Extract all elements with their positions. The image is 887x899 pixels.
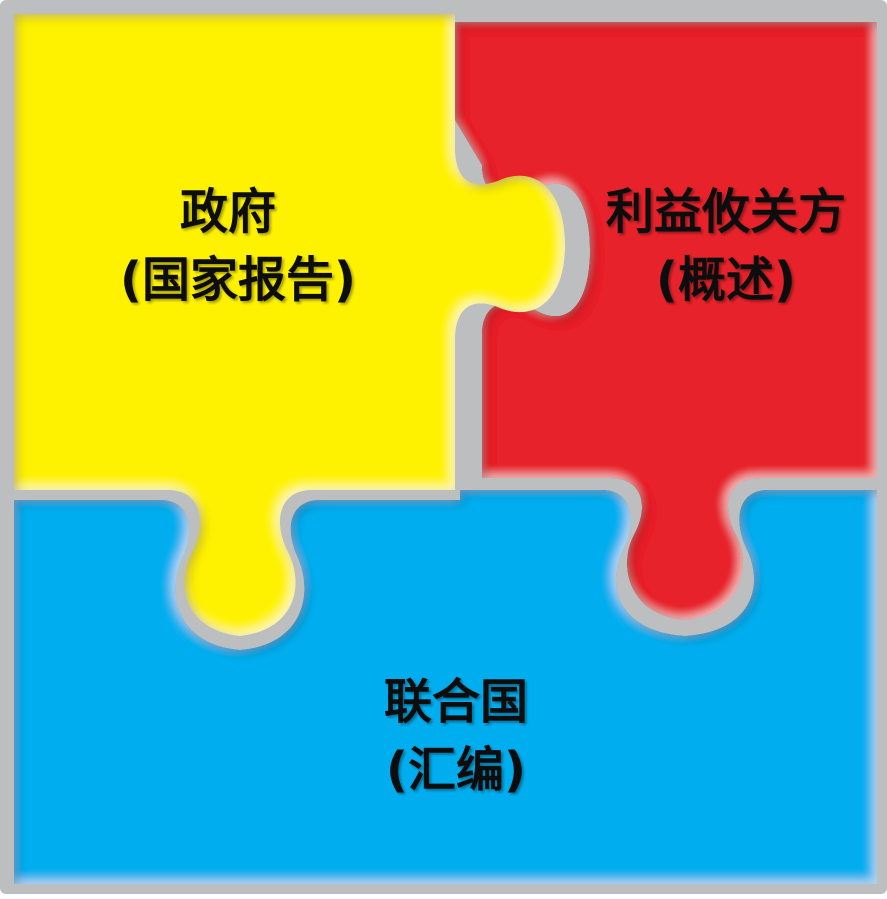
government-piece [14,14,565,636]
united-nations-title: 联合国 [384,674,528,730]
stakeholders-title: 利益攸关方 [606,184,846,240]
government-subtitle: (国家报告) [120,252,356,308]
stakeholders-piece [455,22,877,620]
united-nations-subtitle: (汇编) [386,742,526,798]
government-title: 政府 [180,184,276,240]
united-nations-piece [14,490,877,884]
stakeholders-subtitle: (概述) [656,252,796,308]
